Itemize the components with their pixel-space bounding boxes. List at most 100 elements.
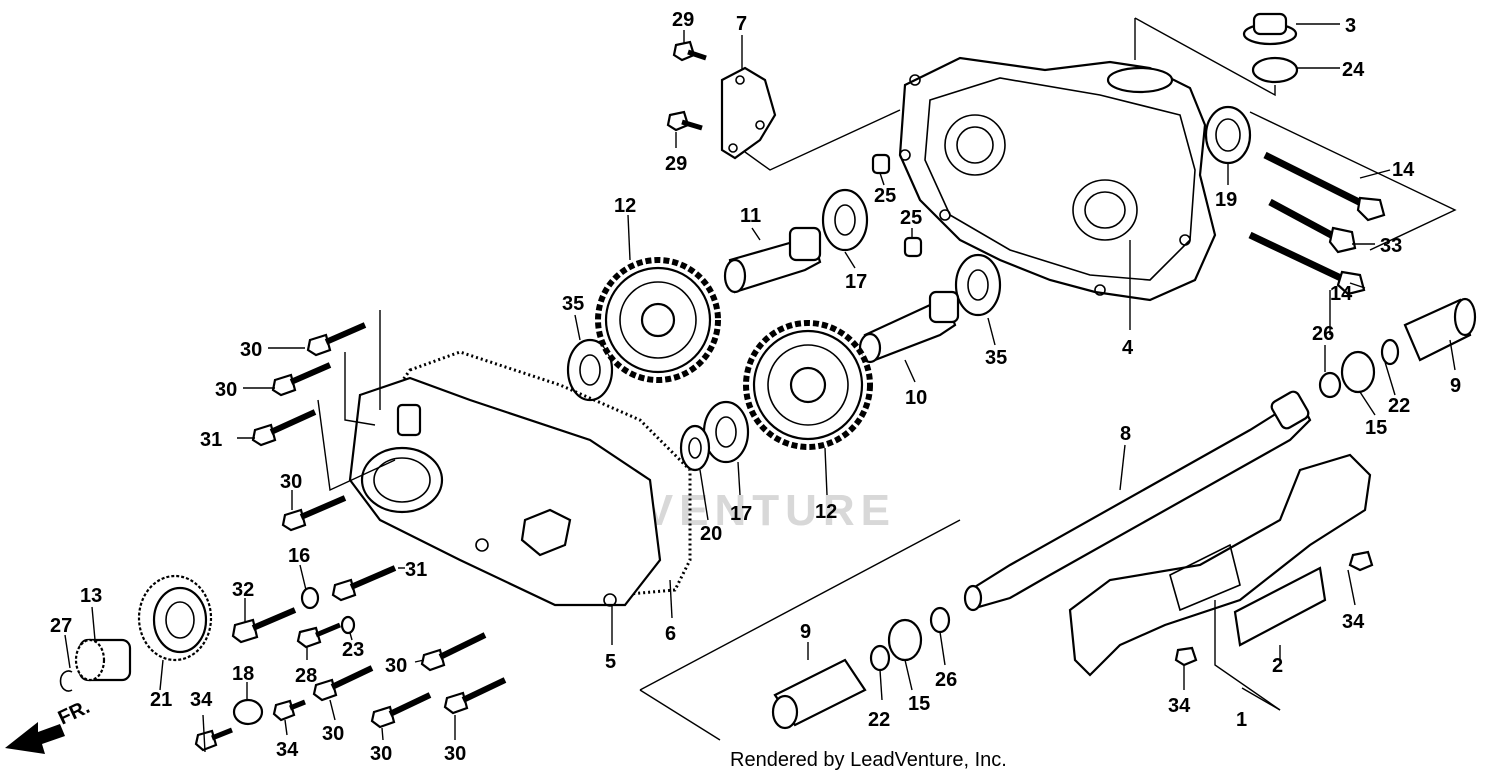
bolt-34-center xyxy=(272,699,306,722)
callout-32: 32 xyxy=(232,579,254,601)
seal-15-left xyxy=(887,618,923,662)
callout-9-left: 9 xyxy=(800,621,811,643)
callout-26-left: 26 xyxy=(935,669,957,691)
callout-26-right: 26 xyxy=(1312,323,1334,345)
callout-10: 10 xyxy=(905,387,927,409)
callout-16: 16 xyxy=(288,545,310,567)
bolt-30-b xyxy=(271,362,332,397)
transmission-case xyxy=(898,56,1217,302)
clip-26-left xyxy=(929,606,951,634)
callout-numbers: 3 24 29 7 29 25 25 19 14 33 14 12 11 17 … xyxy=(50,9,1461,765)
leader-lines xyxy=(64,17,1457,753)
callout-11: 11 xyxy=(740,205,761,227)
bolt-29-lower xyxy=(666,110,703,132)
callout-20: 20 xyxy=(700,523,722,545)
callout-35-left: 35 xyxy=(562,293,584,315)
callout-6: 6 xyxy=(665,623,676,645)
bolt-34-left xyxy=(194,727,233,752)
callout-12-lower: 12 xyxy=(815,501,837,523)
label-plate xyxy=(1233,566,1327,647)
callout-17-lower: 17 xyxy=(730,503,752,525)
callout-30-a: 30 xyxy=(240,339,262,361)
callout-8: 8 xyxy=(1120,423,1131,445)
bolt-34-lower-right xyxy=(1174,646,1198,667)
callout-34-center: 34 xyxy=(276,739,299,761)
callout-18: 18 xyxy=(232,663,254,685)
bolt-34-right xyxy=(1348,550,1374,572)
bolt-30-d xyxy=(420,632,487,672)
seal-15-right xyxy=(1340,350,1376,394)
callout-35-right: 35 xyxy=(985,347,1007,369)
gear-13 xyxy=(74,638,132,682)
callout-34-lower-right: 34 xyxy=(1168,695,1191,717)
cap-gasket xyxy=(1251,56,1299,84)
gear-12-lower xyxy=(743,320,873,450)
callout-25-upper: 25 xyxy=(874,185,896,207)
callout-23: 23 xyxy=(342,639,364,661)
callout-30-d: 30 xyxy=(385,655,407,677)
callout-22-left: 22 xyxy=(868,709,890,731)
ring-22-right xyxy=(1380,338,1400,366)
bolt-30-f xyxy=(370,692,432,729)
washer-23 xyxy=(340,615,356,635)
callout-7: 7 xyxy=(736,13,747,35)
dowel-pin-upper xyxy=(871,153,891,175)
callout-21: 21 xyxy=(150,689,172,711)
clip-26-right xyxy=(1318,371,1342,399)
callout-30-g: 30 xyxy=(444,743,466,765)
gear-12-upper xyxy=(595,257,721,383)
callout-15-left: 15 xyxy=(908,693,930,715)
callout-29-upper: 29 xyxy=(672,9,694,31)
callout-17-upper: 17 xyxy=(845,271,867,293)
bolt-31-a xyxy=(251,409,317,447)
bearing-17-lower xyxy=(702,400,750,464)
callout-30-e: 30 xyxy=(322,723,344,745)
callout-9-right: 9 xyxy=(1450,375,1461,397)
axle-guard xyxy=(1068,453,1372,677)
bolt-30-c xyxy=(281,495,347,532)
callout-33: 33 xyxy=(1380,235,1402,257)
callout-25-lower: 25 xyxy=(900,207,922,229)
cover-gasket xyxy=(358,350,692,602)
bearing-35-right xyxy=(954,253,1002,317)
callout-3: 3 xyxy=(1345,15,1356,37)
circlip-27 xyxy=(59,670,73,692)
cap-18 xyxy=(232,698,264,726)
bolt-29-upper xyxy=(672,40,707,62)
bracket xyxy=(720,66,777,160)
callout-30-f: 30 xyxy=(370,743,392,765)
footer-credit: Rendered by LeadVenture, Inc. xyxy=(730,749,1007,771)
bearing-17-upper xyxy=(821,188,869,252)
washer-16 xyxy=(300,586,320,610)
callout-27: 27 xyxy=(50,615,72,637)
callout-13: 13 xyxy=(80,585,102,607)
callout-1: 1 xyxy=(1236,709,1247,731)
callout-2: 2 xyxy=(1272,655,1283,677)
bearing-35-left xyxy=(566,338,614,402)
callout-34-left: 34 xyxy=(190,689,213,711)
callout-14-lower: 14 xyxy=(1330,283,1353,305)
bolt-28 xyxy=(296,622,341,649)
bearing-20 xyxy=(679,424,711,472)
callout-22-right: 22 xyxy=(1388,395,1410,417)
oil-cap xyxy=(1242,12,1298,46)
left-cover xyxy=(348,376,662,607)
callout-24: 24 xyxy=(1342,59,1365,81)
bolt-32 xyxy=(231,607,297,644)
callout-15-right: 15 xyxy=(1365,417,1387,439)
dowel-pin-lower xyxy=(903,236,923,258)
bolt-30-g xyxy=(443,677,507,715)
callout-5: 5 xyxy=(605,651,616,673)
callout-31-a: 31 xyxy=(200,429,222,451)
front-direction-label: FR. xyxy=(55,696,93,730)
callout-4: 4 xyxy=(1122,337,1134,359)
callout-34-right: 34 xyxy=(1342,611,1365,633)
callout-30-c: 30 xyxy=(280,471,302,493)
front-direction-arrow xyxy=(5,722,65,754)
callout-28: 28 xyxy=(295,665,317,687)
sleeve-9-right xyxy=(1403,297,1477,362)
bolt-30-a xyxy=(306,322,367,357)
callout-31-b: 31 xyxy=(405,559,427,581)
bolt-30-e xyxy=(312,665,374,702)
callout-29-lower: 29 xyxy=(665,153,687,175)
